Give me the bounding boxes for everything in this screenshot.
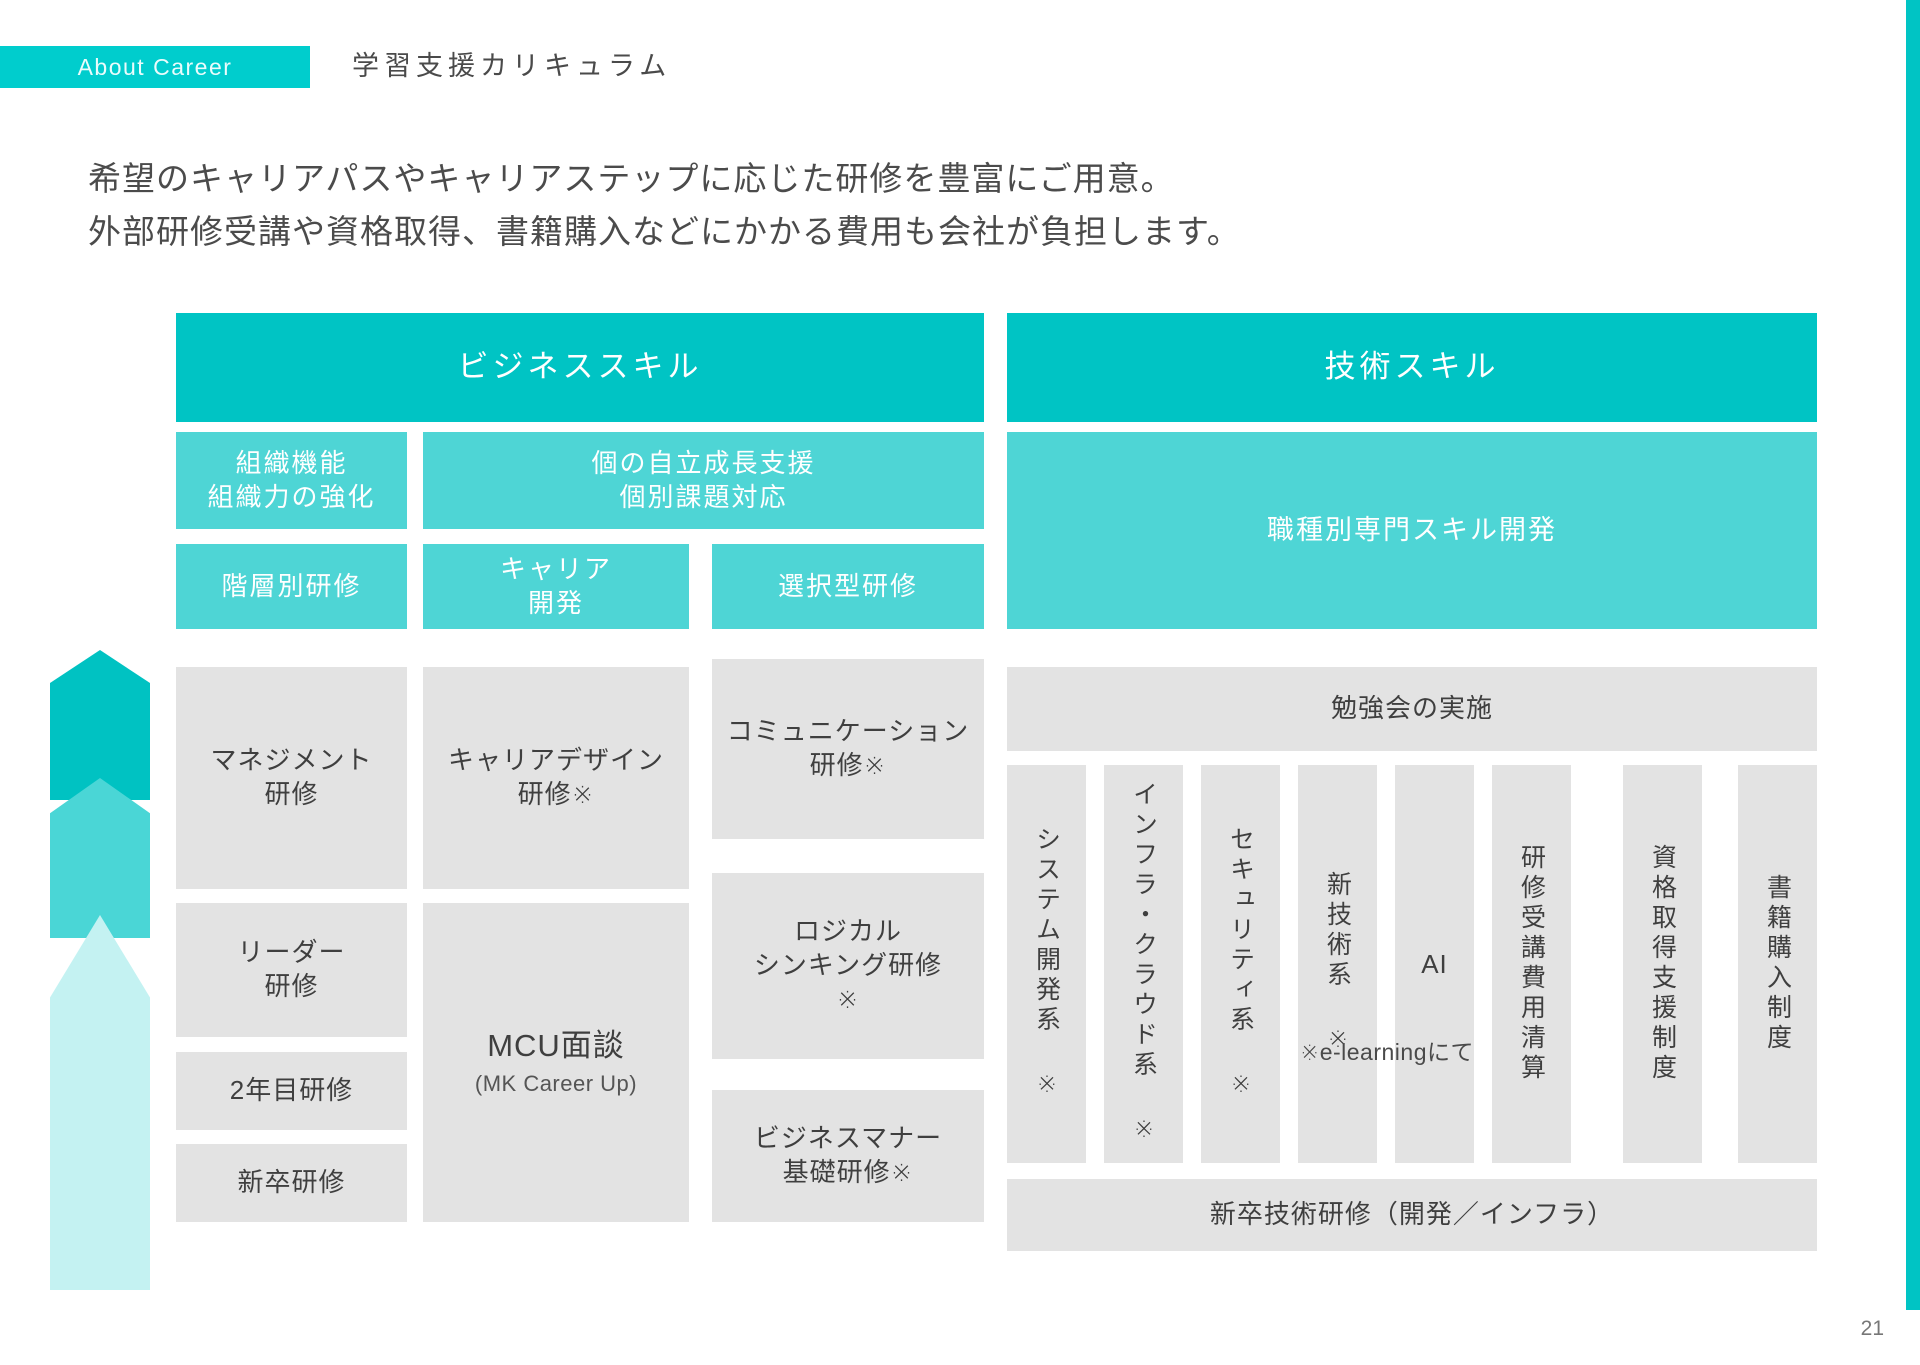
group-box-individual-line1: 個の自立成長支援	[591, 447, 816, 478]
training-box-communication-line2: 研修※	[809, 750, 887, 780]
elearning-footnote: ※e-learningにて	[1299, 1039, 1474, 1065]
tech-column-security-label: セキュリティ系 ※	[1226, 825, 1255, 1103]
subheader-career-development-line2: 開発	[527, 587, 584, 618]
arrow-segment-top	[50, 650, 150, 800]
training-box-second-year-label: 2年目研修	[229, 1075, 354, 1106]
group-box-individual: 個の自立成長支援 個別課題対応	[423, 432, 984, 529]
group-box-org-line2: 組織力の強化	[207, 481, 376, 512]
arrow-segment-bottom	[50, 915, 150, 1290]
training-box-management-line2: 研修	[264, 779, 319, 809]
arrow-segment-middle	[50, 778, 150, 938]
tech-column-security: セキュリティ系 ※	[1201, 765, 1280, 1163]
training-box-communication-line1: コミュニケーション	[726, 716, 970, 747]
training-box-leader-line2: 研修	[264, 971, 319, 1001]
section-badge: About Career	[0, 46, 310, 88]
training-box-career-design-line1: キャリアデザイン	[447, 745, 664, 776]
subheader-elective-training-label: 選択型研修	[777, 570, 918, 601]
training-box-career-design: キャリアデザイン 研修※	[423, 667, 689, 889]
tech-study-session-bar: 勉強会の実施	[1007, 667, 1817, 751]
tech-new-graduate-bar: 新卒技術研修（開発／インフラ）	[1007, 1179, 1817, 1251]
tech-column-ai: AI	[1395, 765, 1474, 1163]
tech-new-graduate-label: 新卒技術研修（開発／インフラ）	[1209, 1199, 1615, 1230]
tech-study-session-label: 勉強会の実施	[1330, 693, 1493, 724]
training-box-business-manner-line1: ビジネスマナー	[753, 1123, 943, 1154]
tech-column-system-development: システム開発系 ※	[1007, 765, 1086, 1163]
subheader-tiered-training: 階層別研修	[176, 544, 407, 629]
group-box-org-line1: 組織機能	[235, 447, 348, 478]
tech-column-training-fee-label: 研修受講費用清算	[1517, 844, 1546, 1084]
training-box-logical-thinking-line3: ※	[836, 983, 860, 1014]
training-box-management-line1: マネジメント	[210, 745, 373, 776]
training-box-mcu-interview-title: MCU面談	[487, 1028, 625, 1064]
subheader-tiered-training-label: 階層別研修	[221, 570, 362, 601]
tech-specialty-box: 職種別専門スキル開発	[1007, 432, 1817, 629]
tech-skill-header-label: 技術スキル	[1324, 349, 1500, 385]
tech-column-new-technology-label: 新技術系 ※	[1323, 870, 1352, 1058]
training-box-leader: リーダー 研修	[176, 903, 407, 1037]
page-number: 21	[1860, 1317, 1884, 1340]
tech-column-new-technology: 新技術系 ※	[1298, 765, 1377, 1163]
tech-column-certification-support-label: 資格取得支援制度	[1648, 844, 1677, 1084]
training-box-second-year: 2年目研修	[176, 1052, 407, 1130]
training-box-leader-line1: リーダー	[237, 937, 346, 968]
tech-specialty-label: 職種別専門スキル開発	[1267, 514, 1557, 545]
tech-column-training-fee: 研修受講費用清算	[1492, 765, 1571, 1163]
business-skill-header: ビジネススキル	[176, 313, 984, 422]
training-box-business-manner-line2: 基礎研修※	[782, 1157, 914, 1187]
right-edge-accent-bar	[1906, 0, 1920, 1310]
training-box-career-design-line2: 研修※	[517, 779, 595, 809]
page-title: 学習支援カリキュラム	[352, 51, 672, 81]
tech-column-infra-cloud: インフラ・クラウド系 ※	[1104, 765, 1183, 1163]
section-badge-label: About Career	[77, 53, 233, 80]
training-box-communication: コミュニケーション 研修※	[712, 659, 984, 839]
tech-column-system-development-label: システム開発系 ※	[1032, 825, 1061, 1103]
lead-line-1: 希望のキャリアパスやキャリアステップに応じた研修を豊富にご用意。	[88, 160, 1175, 197]
subheader-career-development-line1: キャリア	[499, 553, 612, 584]
tech-column-infra-cloud-label: インフラ・クラウド系 ※	[1129, 780, 1158, 1148]
training-box-logical-thinking: ロジカル シンキング研修 ※	[712, 873, 984, 1059]
training-box-mcu-interview: MCU面談 (MK Career Up)	[423, 903, 689, 1222]
training-box-new-graduate: 新卒研修	[176, 1144, 407, 1222]
lead-line-2: 外部研修受講や資格取得、書籍購入などにかかる費用も会社が負担します。	[88, 213, 1241, 251]
subheader-elective-training: 選択型研修	[712, 544, 984, 629]
training-box-logical-thinking-line2: シンキング研修	[753, 950, 943, 981]
tech-skill-header: 技術スキル	[1007, 313, 1817, 422]
lead-paragraph: 希望のキャリアパスやキャリアステップに応じた研修を豊富にご用意。 外部研修受講や…	[88, 152, 1488, 259]
training-box-new-graduate-label: 新卒研修	[237, 1167, 346, 1198]
tech-column-ai-label: AI	[1421, 948, 1448, 979]
training-box-logical-thinking-line1: ロジカル	[793, 916, 902, 947]
tech-column-certification-support: 資格取得支援制度	[1623, 765, 1702, 1163]
training-box-business-manner: ビジネスマナー 基礎研修※	[712, 1090, 984, 1222]
tech-column-book-purchase-label: 書籍購入制度	[1763, 874, 1792, 1054]
training-box-mcu-interview-subtitle: (MK Career Up)	[474, 1071, 638, 1097]
business-skill-header-label: ビジネススキル	[457, 349, 703, 385]
subheader-career-development: キャリア 開発	[423, 544, 689, 629]
tech-column-book-purchase: 書籍購入制度	[1738, 765, 1817, 1163]
group-box-org: 組織機能 組織力の強化	[176, 432, 407, 529]
group-box-individual-line2: 個別課題対応	[619, 481, 788, 512]
training-box-management: マネジメント 研修	[176, 667, 407, 889]
growth-arrow-stack	[50, 650, 150, 1290]
